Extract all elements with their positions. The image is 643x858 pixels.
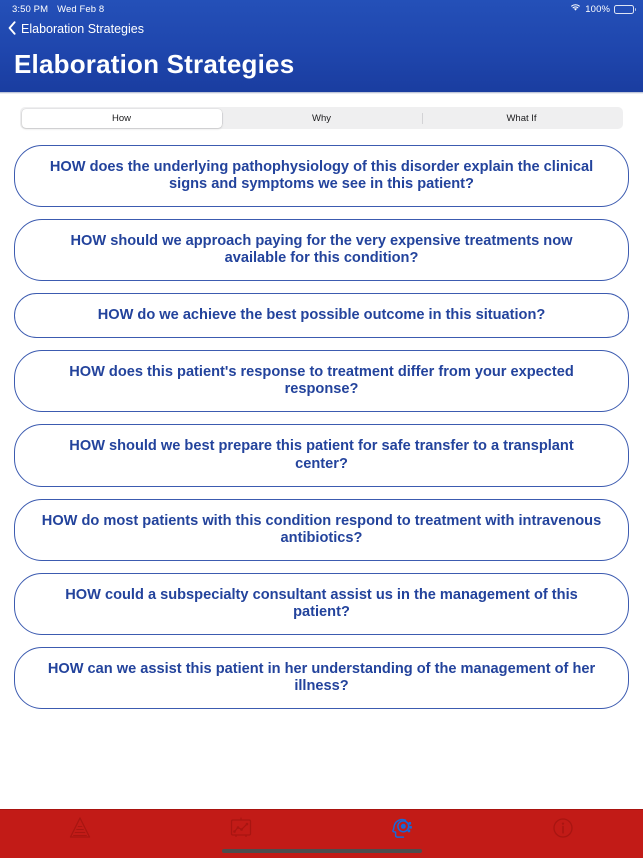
status-bar: 3:50 PM Wed Feb 8 100% [0, 0, 643, 18]
battery-percent-label: 100% [585, 3, 610, 15]
prompt-card[interactable]: HOW does the underlying pathophysiology … [14, 145, 629, 208]
bottom-tab-bar [0, 809, 643, 858]
wifi-icon [570, 3, 581, 15]
prompt-card[interactable]: HOW should we best prepare this patient … [14, 424, 629, 487]
status-bar-left: 3:50 PM Wed Feb 8 [12, 4, 104, 15]
whiteboard-chart-icon [228, 815, 254, 846]
head-gear-icon [388, 814, 416, 847]
pyramid-icon [67, 815, 93, 846]
chevron-left-icon [8, 20, 16, 38]
prompt-card[interactable]: HOW could a subspecialty consultant assi… [14, 572, 629, 635]
tab-whiteboard-chart[interactable] [161, 810, 322, 850]
status-time: 3:50 PM [12, 3, 49, 15]
tab-why[interactable]: Why [221, 109, 422, 128]
status-date: Wed Feb 8 [57, 3, 105, 15]
prompt-card[interactable]: HOW does this patient's response to trea… [14, 350, 629, 413]
prompt-card[interactable]: HOW should we approach paying for the ve… [14, 219, 629, 282]
tab-how[interactable]: How [21, 108, 222, 128]
page-title: Elaboration Strategies [14, 48, 295, 79]
home-indicator[interactable] [221, 849, 422, 853]
tab-info[interactable] [482, 810, 643, 850]
tab-what-if[interactable]: What If [421, 109, 622, 128]
title-bar: Elaboration Strategies [0, 40, 643, 92]
prompt-card[interactable]: HOW do most patients with this condition… [14, 498, 629, 561]
app-header: 3:50 PM Wed Feb 8 100% E [0, 0, 643, 92]
prompt-card[interactable]: HOW can we assist this patient in her un… [14, 646, 629, 709]
prompt-card[interactable]: HOW do we achieve the best possible outc… [14, 293, 629, 339]
back-button-label: Elaboration Strategies [21, 22, 144, 36]
info-circle-icon [551, 816, 575, 845]
back-button[interactable]: Elaboration Strategies [6, 20, 148, 39]
segmented-control[interactable]: How Why What If [20, 107, 623, 129]
nav-bar: Elaboration Strategies [0, 18, 643, 40]
tab-head-gear[interactable] [322, 810, 483, 850]
header-divider [0, 92, 643, 94]
segmented-control-container: How Why What If [0, 94, 643, 129]
status-bar-right: 100% [570, 3, 636, 15]
battery-full-icon [614, 4, 636, 14]
prompt-card-list: HOW does the underlying pathophysiology … [0, 129, 643, 709]
tab-pyramid[interactable] [0, 810, 161, 850]
